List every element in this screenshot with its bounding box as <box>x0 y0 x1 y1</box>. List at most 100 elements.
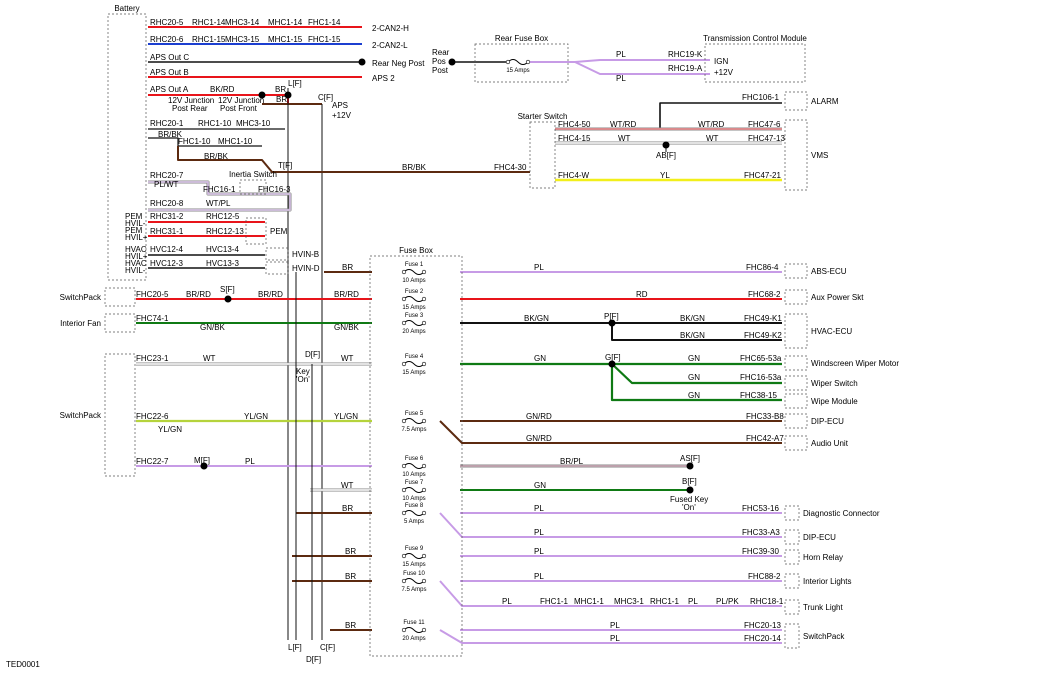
fuse-terminal <box>421 320 427 326</box>
fuse-terminal <box>421 510 427 516</box>
fuse-terminal <box>421 487 427 493</box>
wire-label: WT <box>203 354 216 363</box>
wire-label: HVAC <box>125 259 147 268</box>
wire-label: HVIL- <box>125 266 146 275</box>
fuse-terminal <box>401 463 407 469</box>
wire-label: 12V Junction <box>218 96 264 105</box>
component-box <box>784 375 808 391</box>
junction-dot <box>608 360 616 368</box>
wire-label: WT/PL <box>206 199 231 208</box>
component-box <box>784 393 808 409</box>
fuse-name: Fuse 11 <box>403 620 425 626</box>
wire-br-bk-1 <box>148 137 262 147</box>
component-box <box>704 43 806 83</box>
fuse-terminal <box>525 59 531 65</box>
component-box <box>239 179 267 195</box>
component-box <box>784 623 800 649</box>
component-label: SwitchPack <box>803 632 845 641</box>
wire-label: WT/RD <box>610 120 636 129</box>
wire-label: WT/RD <box>698 120 724 129</box>
wire-label: C[F] <box>318 93 333 102</box>
wire-label: RHC20-8 <box>150 199 184 208</box>
component-box <box>784 505 800 521</box>
wire-label: BK/GN <box>680 314 705 323</box>
wire-label: RHC20-7 <box>150 171 184 180</box>
wire-label: BR <box>275 85 286 94</box>
wire-label: FHC4-W <box>558 171 590 180</box>
wire-rhc19-k <box>530 59 710 63</box>
component-box <box>784 529 800 545</box>
wire-label: PL <box>245 457 255 466</box>
wire-label: MHC1-14 <box>268 18 303 27</box>
component-label: HVIN-B <box>292 250 319 259</box>
wire-label: P[F] <box>604 312 619 321</box>
wire-bk-gn-2 <box>611 323 782 341</box>
wire-label: FHC42-A7 <box>746 434 784 443</box>
wire-label: PL <box>534 547 544 556</box>
component-label: PEM <box>270 227 288 236</box>
wire-label: FHC33-B8 <box>746 412 784 421</box>
wire-label: BR/PL <box>560 457 584 466</box>
wire-label: L[F] <box>288 79 302 88</box>
component-box <box>474 43 569 83</box>
wire-label: B[F] <box>682 477 697 486</box>
wire-br-bk-2 <box>177 146 530 173</box>
wire-label: APS <box>332 101 348 110</box>
wire-label: PEM <box>125 212 143 221</box>
wire-label: Post <box>432 66 449 75</box>
fuse-symbol <box>403 487 425 493</box>
wire-label: MHC3-10 <box>236 119 271 128</box>
fuse-terminal <box>421 418 427 424</box>
wire-label: M[F] <box>194 456 210 465</box>
wire-label: PL <box>610 621 620 630</box>
wire-label: Post Front <box>220 104 258 113</box>
component-label: Horn Relay <box>803 553 843 562</box>
wire-label: YL/GN <box>334 412 358 421</box>
component-box <box>265 261 289 275</box>
wire-label: RHC1-1 <box>650 597 679 606</box>
wire-label: G[F] <box>605 353 621 362</box>
component-box <box>784 435 808 451</box>
component-label: Audio Unit <box>811 439 849 448</box>
wire-label: FHC68-2 <box>748 290 781 299</box>
fuse-rating: 10 Amps <box>402 472 425 478</box>
wire-label: FHC88-2 <box>748 572 781 581</box>
wire-label: HVIL+ <box>125 252 148 261</box>
wire-label: FHC16-53a <box>740 373 782 382</box>
component-box <box>245 217 267 245</box>
wire-label: BR <box>345 572 356 581</box>
wire-label: FHC1-14 <box>308 18 341 27</box>
component-box <box>265 247 289 261</box>
wire-label: BR <box>342 504 353 513</box>
junction-dot <box>608 319 616 327</box>
component-box <box>369 255 463 657</box>
fuse-name: Fuse 2 <box>405 289 424 295</box>
wire-label: FHC106-1 <box>742 93 779 102</box>
wire-label: MHC3-1 <box>614 597 644 606</box>
wire-label: RHC31-1 <box>150 227 184 236</box>
wire-label: APS 2 <box>372 74 395 83</box>
fuse-rating: 10 Amps <box>402 496 425 502</box>
wire-label: APS Out A <box>150 85 189 94</box>
component-label: Aux Power Skt <box>811 293 864 302</box>
wire-label: Post Rear <box>172 104 208 113</box>
component-label: Inertia Switch <box>229 170 277 179</box>
component-label: Transmission Control Module <box>703 34 807 43</box>
wire-label: PL <box>534 504 544 513</box>
junction-dot <box>686 486 694 494</box>
wire-label: YL <box>660 171 670 180</box>
fuse-name: Fuse 7 <box>405 480 424 486</box>
wire-label: Rear <box>432 48 450 57</box>
component-box <box>784 355 808 371</box>
wire-label: FHC1-15 <box>308 35 341 44</box>
wire-label: 'On' <box>296 375 310 384</box>
wire-label: BR <box>276 95 287 104</box>
component-box <box>784 413 808 429</box>
wire-label: HVAC <box>125 245 147 254</box>
fuse-rating: 15 Amps <box>506 68 529 74</box>
component-label: Wiper Switch <box>811 379 858 388</box>
wire-label: FHC20-5 <box>136 290 169 299</box>
wire-label: RHC1-15 <box>192 35 226 44</box>
wire-label: WT <box>706 134 719 143</box>
fuse-terminal <box>421 463 427 469</box>
